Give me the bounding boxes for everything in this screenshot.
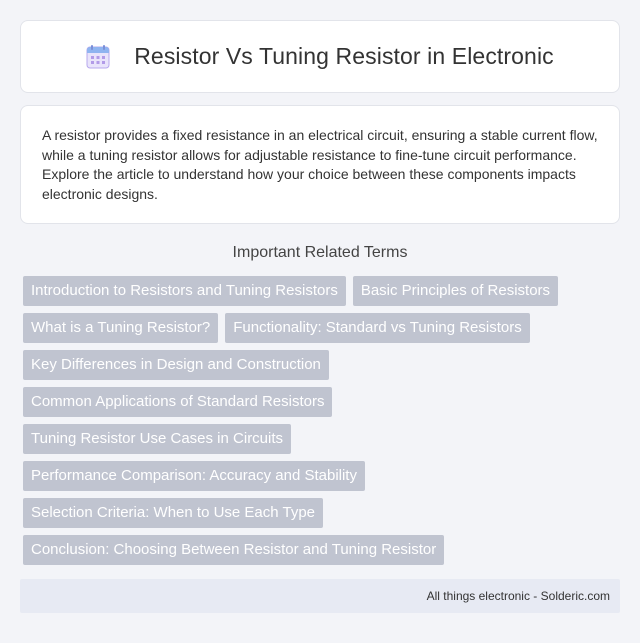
related-term-tag[interactable]: Performance Comparison: Accuracy and Sta… [23,461,365,491]
related-term-tag[interactable]: Tuning Resistor Use Cases in Circuits [23,424,292,454]
related-term-tag[interactable]: Conclusion: Choosing Between Resistor an… [23,535,445,565]
calendar-icon [86,44,110,69]
related-term-tag[interactable]: Introduction to Resistors and Tuning Res… [23,276,346,306]
related-terms-list: Introduction to Resistors and Tuning Res… [23,276,623,572]
description-text: A resistor provides a fixed resistance i… [42,127,598,202]
related-term-tag[interactable]: What is a Tuning Resistor? [23,313,219,343]
footer-text: All things electronic - Solderic.com [426,589,610,603]
related-term-tag[interactable]: Key Differences in Design and Constructi… [23,350,329,380]
related-term-tag[interactable]: Basic Principles of Resistors [352,276,559,306]
title-card: Resistor Vs Tuning Resistor in Electroni… [20,20,620,93]
page-title: Resistor Vs Tuning Resistor in Electroni… [134,43,554,69]
related-term-tag[interactable]: Common Applications of Standard Resistor… [23,387,333,417]
related-term-tag[interactable]: Selection Criteria: When to Use Each Typ… [23,498,324,528]
related-terms-heading: Important Related Terms [232,244,408,261]
related-term-tag[interactable]: Functionality: Standard vs Tuning Resist… [225,313,530,343]
footer: All things electronic - Solderic.com [20,579,620,613]
description-card: A resistor provides a fixed resistance i… [20,105,620,224]
